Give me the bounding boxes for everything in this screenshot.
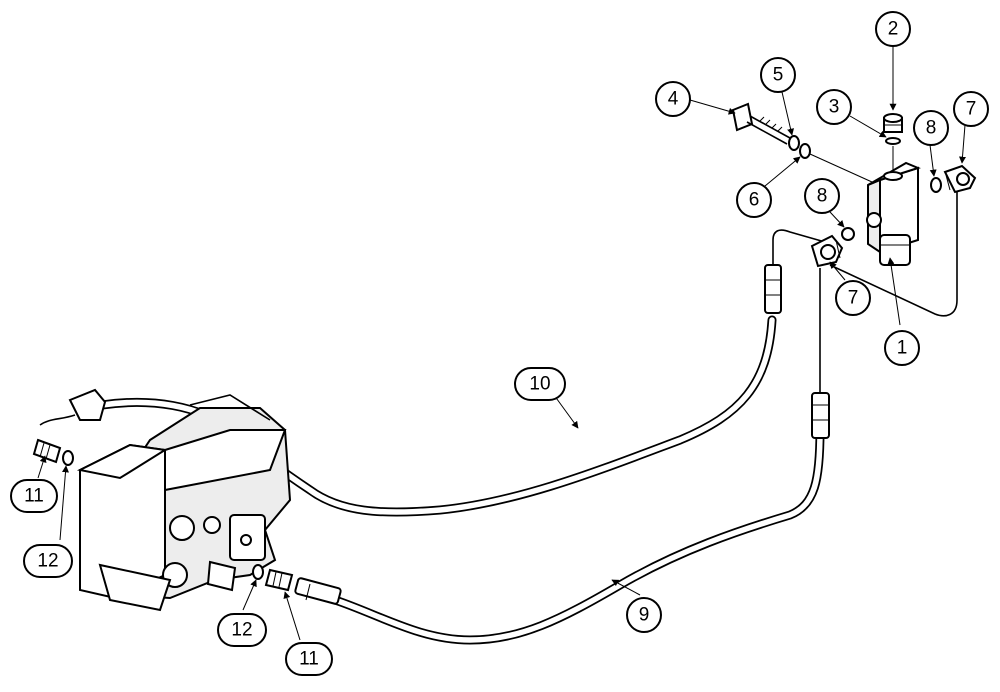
svg-text:3: 3 (829, 97, 840, 118)
o-ring-12-left (62, 450, 74, 466)
washer-6 (799, 143, 811, 159)
svg-text:10: 10 (529, 374, 550, 395)
bolt-4 (731, 102, 791, 145)
svg-text:6: 6 (749, 190, 760, 211)
callout-6: 6 (736, 182, 772, 218)
callout-12-left: 12 (23, 544, 73, 578)
svg-text:2: 2 (888, 19, 899, 40)
o-ring-12-right (252, 564, 264, 580)
fitting-11-right (264, 568, 294, 592)
filter-return-line (829, 185, 958, 317)
svg-text:8: 8 (926, 118, 937, 139)
washer-5 (788, 135, 800, 151)
control-valve (76, 394, 292, 612)
svg-text:4: 4 (668, 89, 679, 110)
callout-10: 10 (514, 367, 566, 401)
svg-text:8: 8 (817, 186, 828, 207)
fitting-11-left (32, 438, 62, 464)
callout-1: 1 (884, 330, 920, 366)
filter-assembly (866, 161, 921, 266)
plug-2 (883, 113, 903, 133)
hose-9-end-fitting (811, 268, 830, 439)
svg-text:12: 12 (231, 620, 252, 641)
leader-lines (37, 45, 966, 641)
hose-10-valve-elbow (39, 388, 107, 426)
callout-4: 4 (655, 81, 691, 117)
callout-8-lower: 8 (804, 178, 840, 214)
callout-12-right: 12 (217, 613, 267, 647)
o-ring-3 (885, 137, 901, 145)
hose-9 (330, 425, 825, 645)
o-ring-8-lower (841, 227, 855, 241)
callout-8-top: 8 (913, 110, 949, 146)
callout-2: 2 (875, 11, 911, 47)
callout-11-left: 11 (10, 479, 58, 513)
elbow-fitting-7-top (943, 164, 977, 194)
svg-text:7: 7 (966, 99, 977, 120)
svg-text:9: 9 (639, 605, 650, 626)
elbow-fitting-7-lower (810, 234, 844, 268)
o-ring-8-top (930, 177, 942, 193)
callout-7-top: 7 (953, 91, 989, 127)
svg-text:5: 5 (773, 65, 784, 86)
callout-7-lower: 7 (835, 280, 871, 316)
svg-text:11: 11 (24, 486, 44, 507)
callout-9: 9 (626, 597, 662, 633)
callout-11-right: 11 (285, 642, 333, 676)
svg-text:12: 12 (37, 551, 58, 572)
svg-text:11: 11 (299, 649, 319, 670)
hose-10-end-fitting (764, 229, 826, 314)
callout-5: 5 (760, 57, 796, 93)
svg-text:1: 1 (897, 338, 908, 359)
svg-text:7: 7 (848, 288, 859, 309)
callout-3: 3 (816, 89, 852, 125)
hose-9-valve-fitting (294, 577, 342, 605)
